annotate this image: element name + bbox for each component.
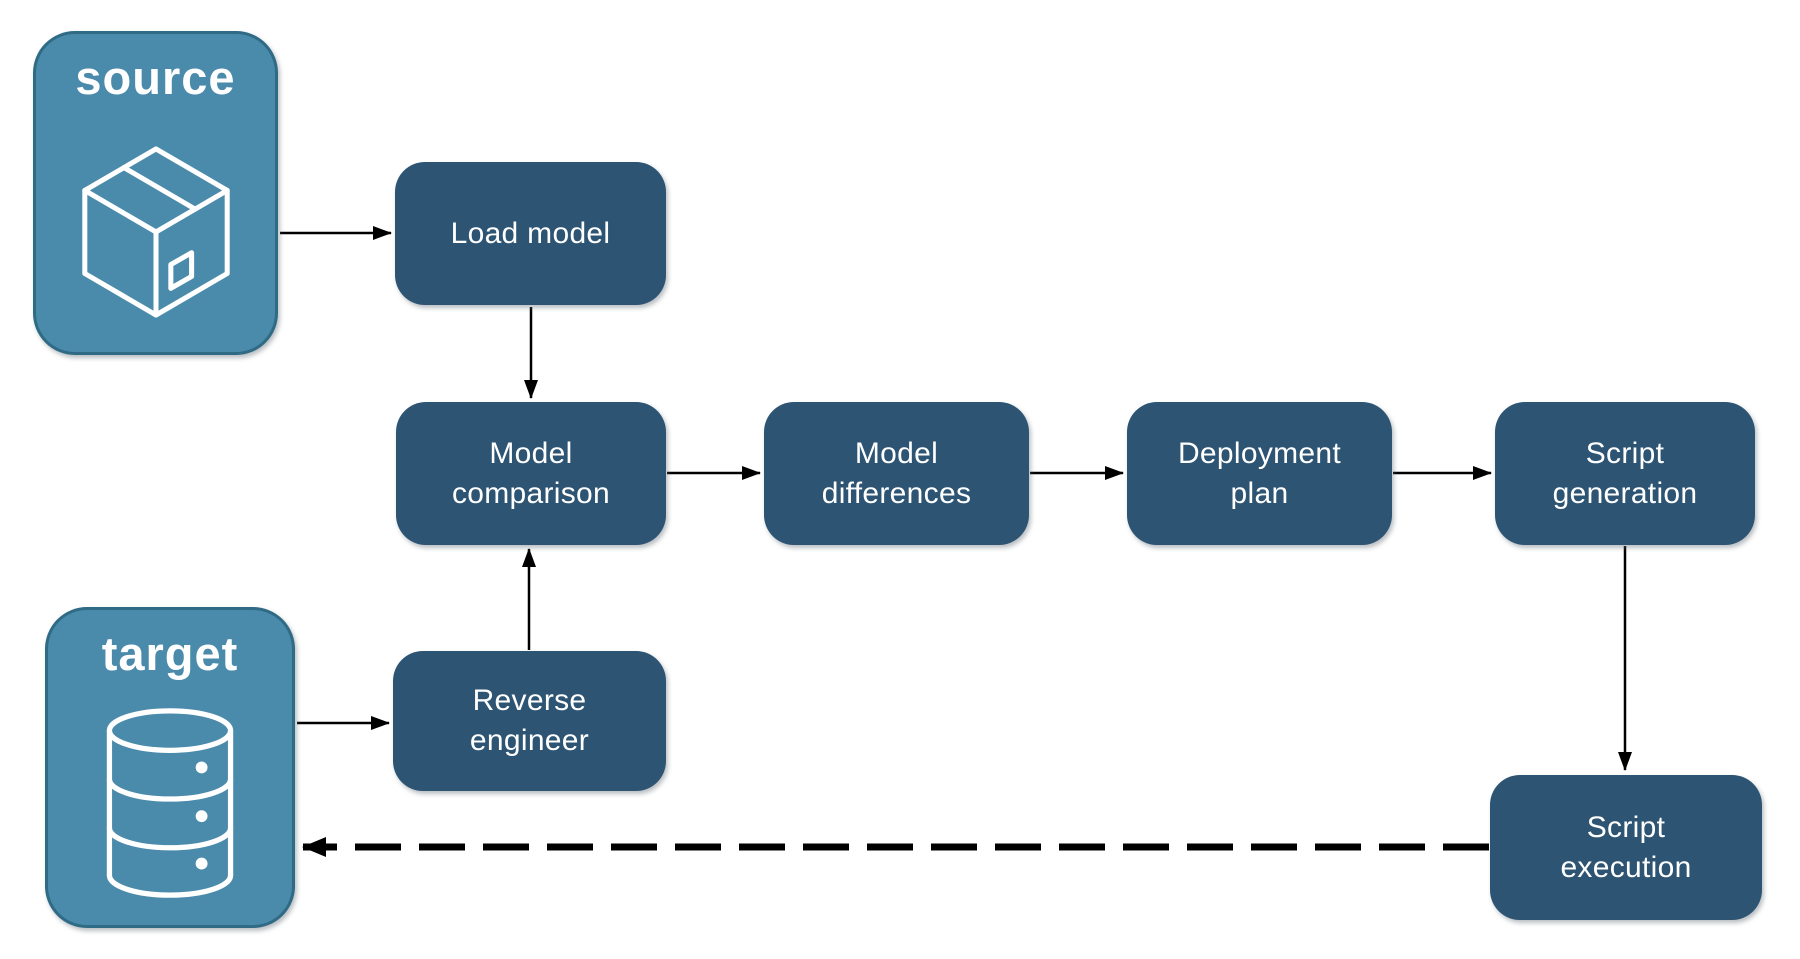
node-label-line: Model (489, 436, 573, 470)
node-deployment-plan: Deployment plan (1127, 402, 1392, 545)
node-script-generation: Script generation (1495, 402, 1755, 545)
node-model-comparison: Model comparison (396, 402, 666, 545)
endpoint-target: target (45, 607, 295, 928)
node-reverse-engineer: Reverse engineer (393, 651, 666, 791)
node-label-line: comparison (451, 476, 611, 510)
node-label-line: Script (1586, 810, 1666, 844)
package-icon (36, 105, 275, 352)
source-label: source (75, 51, 236, 104)
node-script-execution: Script execution (1490, 775, 1762, 920)
node-load-model: Load model (395, 162, 666, 305)
node-label-line: Reverse (472, 684, 587, 717)
node-model-differences: Model differences (764, 402, 1029, 545)
node-label-line: generation (1552, 476, 1698, 510)
node-label-line: plan (1230, 476, 1289, 510)
database-icon (48, 681, 292, 925)
node-label-line: Load model (450, 216, 611, 250)
node-label-line: Deployment (1177, 436, 1342, 470)
node-label-line: engineer (469, 724, 590, 757)
endpoint-source: source (33, 31, 278, 355)
node-label-line: execution (1560, 850, 1692, 884)
node-label-line: Script (1585, 436, 1665, 470)
node-label-line: Model (854, 436, 939, 470)
target-label: target (101, 627, 239, 680)
node-label-line: differences (821, 476, 972, 510)
